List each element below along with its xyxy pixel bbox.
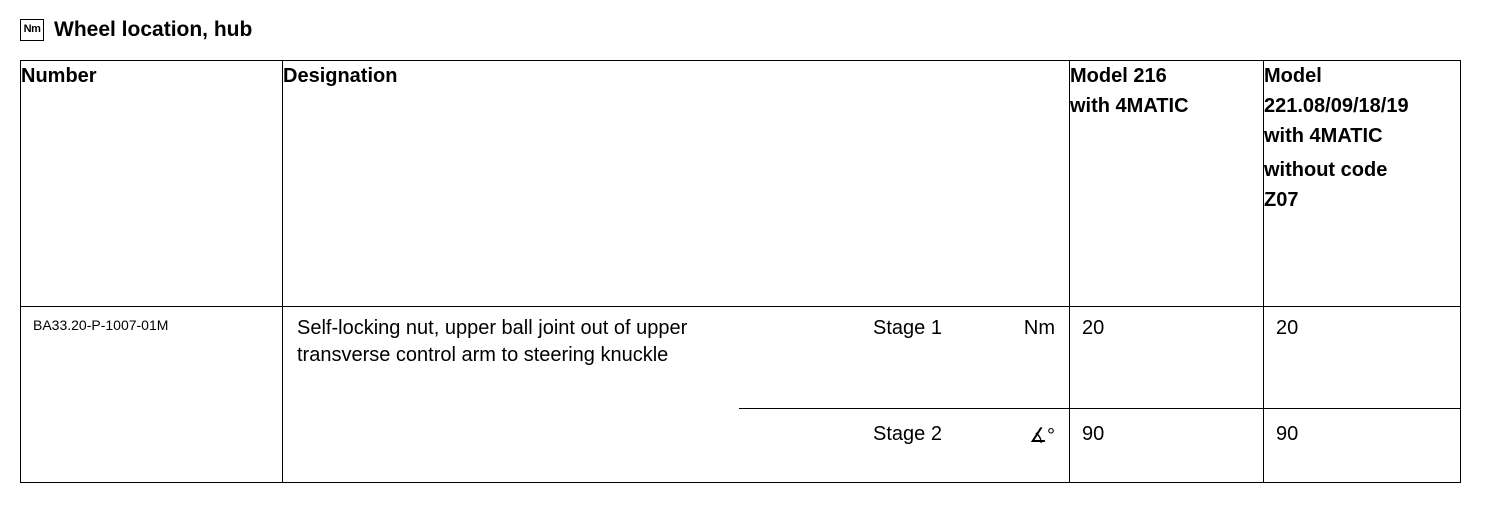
torque-spec-table: Number Designation Model 216 with 4MATIC…: [20, 60, 1461, 483]
value-divider: [1070, 408, 1263, 409]
cell-model-216: 20 90: [1069, 306, 1264, 483]
stage-1-label: Stage 1: [873, 317, 942, 339]
cell-model-221: 20 90: [1263, 306, 1461, 483]
model-221-stage-2-value: 90: [1276, 423, 1299, 445]
table-header-row: Number Designation Model 216 with 4MATIC…: [20, 60, 1461, 307]
header-model-221: Model 221.08/09/18/19 with 4MATIC withou…: [1263, 60, 1461, 307]
section-heading: Nm Wheel location, hub: [20, 16, 252, 44]
stage-1-unit: Nm: [1023, 317, 1055, 339]
table-row: BA33.20-P-1007-01M Self-locking nut, upp…: [20, 306, 1461, 483]
value-divider: [1264, 408, 1460, 409]
designation-text: Self-locking nut, upper ball joint out o…: [297, 317, 688, 366]
model-216-stage-2-value: 90: [1082, 423, 1105, 445]
angle-unit-icon: ∡°: [1029, 425, 1055, 447]
model-221-stage-1-value: 20: [1276, 317, 1299, 339]
torque-nm-icon: Nm: [20, 19, 44, 41]
cell-number: BA33.20-P-1007-01M: [20, 306, 283, 483]
model-216-stage-1-value: 20: [1082, 317, 1105, 339]
cell-designation: Self-locking nut, upper ball joint out o…: [282, 306, 1070, 483]
stage-2-label: Stage 2: [873, 423, 942, 445]
header-number: Number: [20, 60, 283, 307]
header-designation: Designation: [282, 60, 1070, 307]
section-title: Wheel location, hub: [54, 18, 253, 41]
header-model-216: Model 216 with 4MATIC: [1069, 60, 1264, 307]
stage-divider: [739, 408, 1069, 409]
